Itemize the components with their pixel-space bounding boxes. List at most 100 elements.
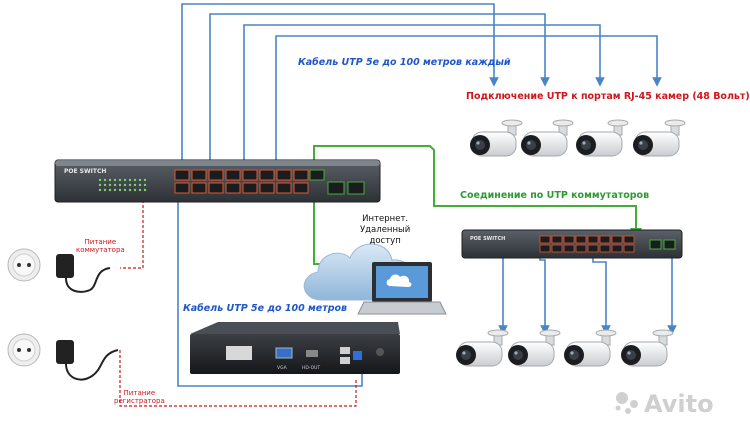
ethernet-port — [623, 244, 635, 253]
ethernet-port — [611, 244, 623, 253]
camera-icon — [576, 119, 629, 157]
status-led — [138, 183, 142, 187]
power-recorder-label: Питание регистратора — [114, 389, 165, 405]
ethernet-port — [174, 169, 190, 181]
laptop-icon — [357, 262, 447, 315]
status-led — [143, 188, 147, 192]
recorder-cable — [177, 192, 363, 387]
ethernet-port — [225, 182, 241, 194]
second-switch-label: POE SWITCH — [470, 236, 505, 242]
ethernet-port — [259, 182, 275, 194]
status-led — [98, 178, 102, 182]
power-adapter-switch — [56, 254, 111, 293]
power-lines — [119, 190, 357, 407]
status-led — [103, 188, 107, 192]
cable-camera-2 — [209, 13, 550, 166]
status-led — [118, 183, 122, 187]
status-led — [113, 183, 117, 187]
cable-each-label: Кабель UTP 5e до 100 метров каждый — [298, 57, 511, 68]
avito-logo-icon — [615, 392, 638, 414]
internet-label: Интернет. Удаленный доступ — [360, 214, 411, 246]
camera-icon — [470, 119, 523, 157]
ethernet-port — [208, 169, 224, 181]
ethernet-port — [551, 235, 563, 244]
status-led — [103, 178, 107, 182]
cameras-connection-label: Подключение UTP к портам RJ-45 камер (48… — [466, 91, 750, 102]
status-led — [98, 183, 102, 187]
ethernet-port — [242, 169, 258, 181]
ethernet-port — [293, 169, 309, 181]
status-led — [113, 178, 117, 182]
status-led — [128, 183, 132, 187]
cable-camera-3 — [243, 24, 605, 166]
second-poe-switch — [461, 229, 683, 259]
camera-icon — [564, 329, 617, 367]
status-led — [138, 188, 142, 192]
watermark-text: Avito — [644, 390, 714, 418]
status-led — [123, 188, 127, 192]
status-leds — [98, 178, 147, 192]
power-line-switch — [120, 190, 144, 269]
status-led — [108, 178, 112, 182]
ethernet-port — [611, 235, 623, 244]
ethernet-port — [587, 244, 599, 253]
ethernet-port — [225, 169, 241, 181]
uplink-port — [309, 169, 325, 181]
status-led — [98, 188, 102, 192]
main-switch-label: POE SWITCH — [64, 168, 106, 175]
ethernet-port — [599, 235, 611, 244]
ethernet-port — [551, 244, 563, 253]
ethernet-port — [539, 235, 551, 244]
status-led — [118, 178, 122, 182]
ethernet-port — [276, 182, 292, 194]
status-led — [113, 188, 117, 192]
power-switch-label: Питание коммутатора — [76, 238, 125, 254]
status-led — [133, 188, 137, 192]
link-switch-to-switch — [313, 145, 642, 240]
ethernet-port — [563, 235, 575, 244]
top-cameras — [470, 119, 686, 157]
ethernet-port — [191, 169, 207, 181]
ethernet-port — [575, 235, 587, 244]
ethernet-ports — [174, 169, 325, 194]
ethernet-port — [587, 235, 599, 244]
network-video-recorder — [190, 322, 400, 374]
main-poe-switch — [54, 159, 381, 203]
ethernet-port — [623, 235, 635, 244]
lower-camera-cables — [498, 245, 677, 335]
cable-camera-1 — [181, 3, 499, 166]
ethernet-port — [563, 244, 575, 253]
nvr-port-label-vga: VGA — [277, 365, 288, 371]
status-led — [133, 183, 137, 187]
camera-icon — [633, 119, 686, 157]
network-diagram: POE SWITCH POE SWITCH VGA HD-OUT — [7, 3, 686, 414]
status-led — [103, 183, 107, 187]
status-led — [128, 178, 132, 182]
switch-connection-label: Соединение по UTP коммутаторов — [460, 190, 650, 201]
camera-cables — [181, 3, 662, 166]
power-socket-recorder — [7, 333, 41, 367]
ethernet-port — [191, 182, 207, 194]
power-socket-switch — [7, 248, 41, 282]
ethernet-port — [276, 169, 292, 181]
status-led — [123, 178, 127, 182]
nvr-port-label-hdout: HD-OUT — [302, 365, 320, 371]
bottom-cameras — [456, 329, 674, 367]
ethernet-ports-second — [539, 235, 635, 253]
status-led — [118, 188, 122, 192]
power-line-recorder — [119, 350, 357, 407]
ethernet-port — [599, 244, 611, 253]
status-led — [143, 183, 147, 187]
ethernet-port — [259, 169, 275, 181]
cable-recorder-label: Кабель UTP 5e до 100 метров — [183, 303, 348, 314]
camera-icon — [508, 329, 561, 367]
power-adapter-recorder — [56, 340, 119, 381]
ethernet-port — [242, 182, 258, 194]
status-led — [133, 178, 137, 182]
status-led — [143, 178, 147, 182]
status-led — [108, 188, 112, 192]
status-led — [108, 183, 112, 187]
status-led — [123, 183, 127, 187]
status-led — [138, 178, 142, 182]
camera-icon — [621, 329, 674, 367]
